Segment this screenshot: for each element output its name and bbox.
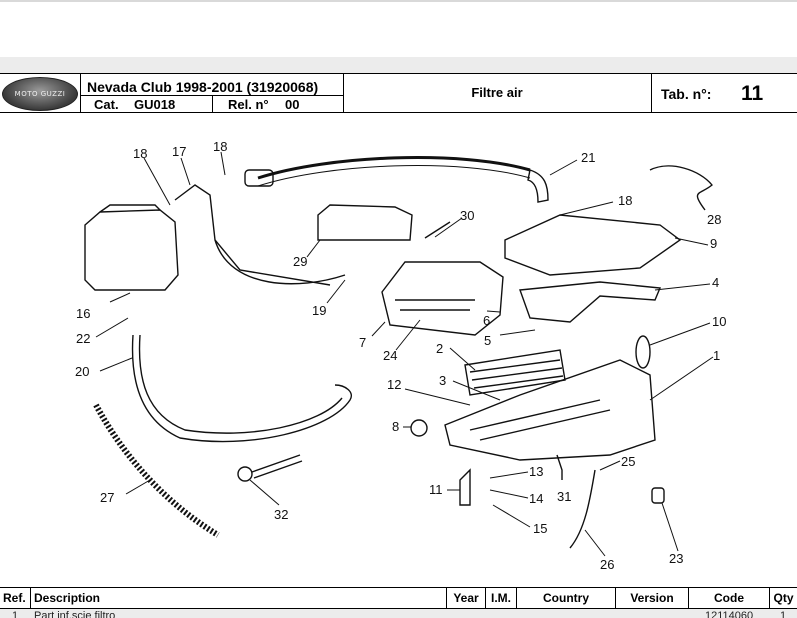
brand-logo-text: MOTO GUZZI (14, 90, 66, 98)
brand-logo: MOTO GUZZI (2, 77, 78, 111)
rel-value: 00 (285, 97, 300, 112)
callout-8: 8 (392, 419, 399, 434)
callout-14: 14 (529, 491, 543, 506)
callout-12: 12 (387, 377, 401, 392)
callout-25: 25 (621, 454, 635, 469)
callout-9: 9 (710, 236, 717, 251)
callout-18b: 18 (213, 139, 227, 154)
model-cell: Nevada Club 1998-2001 (31920068) Cat. GU… (80, 74, 344, 112)
tab-number: 11 (741, 82, 764, 105)
col-version[interactable]: Version (616, 588, 689, 608)
callout-5: 5 (484, 333, 491, 348)
callout-29: 29 (293, 254, 307, 269)
cat-value: GU018 (134, 97, 176, 112)
callout-15: 15 (533, 521, 547, 536)
tab-label: Tab. n°: (661, 86, 712, 102)
callout-labels: 18 17 18 21 18 30 28 9 29 4 16 19 6 10 2… (75, 139, 726, 572)
callout-18a: 18 (133, 146, 147, 161)
col-code[interactable]: Code (689, 588, 770, 608)
logo-cell: MOTO GUZZI (0, 74, 81, 112)
callout-7: 7 (359, 335, 366, 350)
callout-21: 21 (581, 150, 595, 165)
callout-17: 17 (172, 144, 186, 159)
row-qty: 1 (780, 610, 787, 618)
callout-28: 28 (707, 212, 721, 227)
callout-23: 23 (669, 551, 683, 566)
callout-26: 26 (600, 557, 614, 572)
col-qty[interactable]: Qty (773, 591, 794, 605)
callout-13: 13 (529, 464, 543, 479)
model-divider (80, 95, 343, 96)
model-title: Nevada Club 1998-2001 (31920068) (87, 79, 319, 95)
callout-1: 1 (713, 348, 720, 363)
exploded-parts-diagram[interactable]: 18 17 18 21 18 30 28 9 29 4 16 19 6 10 2… (0, 114, 797, 588)
row-description: Part inf.scie filtro (34, 610, 116, 618)
col-ref[interactable]: Ref. (0, 588, 31, 608)
col-country[interactable]: Country (517, 588, 616, 608)
row-ref: 1 (12, 610, 19, 618)
cat-label: Cat. (94, 97, 119, 112)
col-description[interactable]: Description (31, 588, 447, 608)
callout-19: 19 (312, 303, 326, 318)
rel-label: Rel. n° (228, 97, 269, 112)
callout-31: 31 (557, 489, 571, 504)
callout-6: 6 (483, 313, 490, 328)
callout-16: 16 (76, 306, 90, 321)
callout-24: 24 (383, 348, 397, 363)
callout-32: 32 (274, 507, 288, 522)
parts-table-header: Ref. Description Year I.M. Country Versi… (0, 587, 797, 609)
callout-3: 3 (439, 373, 446, 388)
callout-18c: 18 (618, 193, 632, 208)
section-title: Filtre air (343, 74, 652, 112)
callout-20: 20 (75, 364, 89, 379)
rel-divider (212, 95, 213, 112)
callout-27: 27 (100, 490, 114, 505)
col-year[interactable]: Year (447, 588, 486, 608)
hose-clamp (244, 169, 274, 187)
callout-22: 22 (76, 331, 90, 346)
callout-30: 30 (460, 208, 474, 223)
callout-2: 2 (436, 341, 443, 356)
callout-11: 11 (429, 482, 443, 497)
gray-band (0, 57, 797, 73)
callout-4: 4 (712, 275, 719, 290)
table-row[interactable]: 1 Part inf.scie filtro 12114060 1 (0, 609, 797, 618)
top-rule (0, 0, 797, 2)
catalog-header: MOTO GUZZI Nevada Club 1998-2001 (319200… (0, 73, 797, 113)
col-im[interactable]: I.M. (486, 588, 517, 608)
callout-10: 10 (712, 314, 726, 329)
row-code: 12114060 (705, 610, 754, 618)
